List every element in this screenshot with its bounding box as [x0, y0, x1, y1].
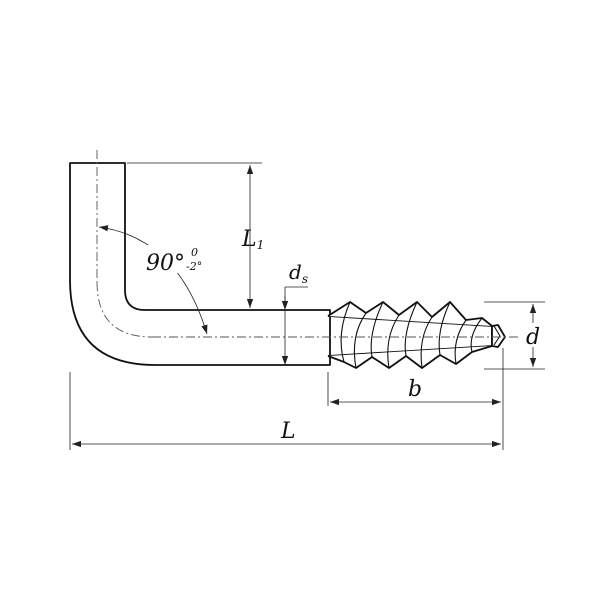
d-label-backdrop [524, 323, 544, 347]
thread-profile-top [327, 301, 493, 327]
label-angle: 90° [146, 251, 185, 276]
thread-flanks [340, 301, 483, 369]
angle-label-backdrop [143, 245, 211, 273]
label-b: b [408, 377, 422, 402]
label-l1: L1 [241, 227, 264, 252]
label-d: d [526, 325, 540, 350]
label-l: L [280, 419, 296, 444]
label-angle-tolerance-upper: 0 [191, 246, 198, 259]
screw-point [491, 324, 506, 348]
screw-point-ridge [493, 325, 501, 346]
label-ds: ds [289, 260, 308, 286]
thread-profile-bottom [327, 345, 493, 369]
extension-lines [69, 162, 545, 450]
label-angle-tolerance-lower: -2° [186, 260, 202, 273]
